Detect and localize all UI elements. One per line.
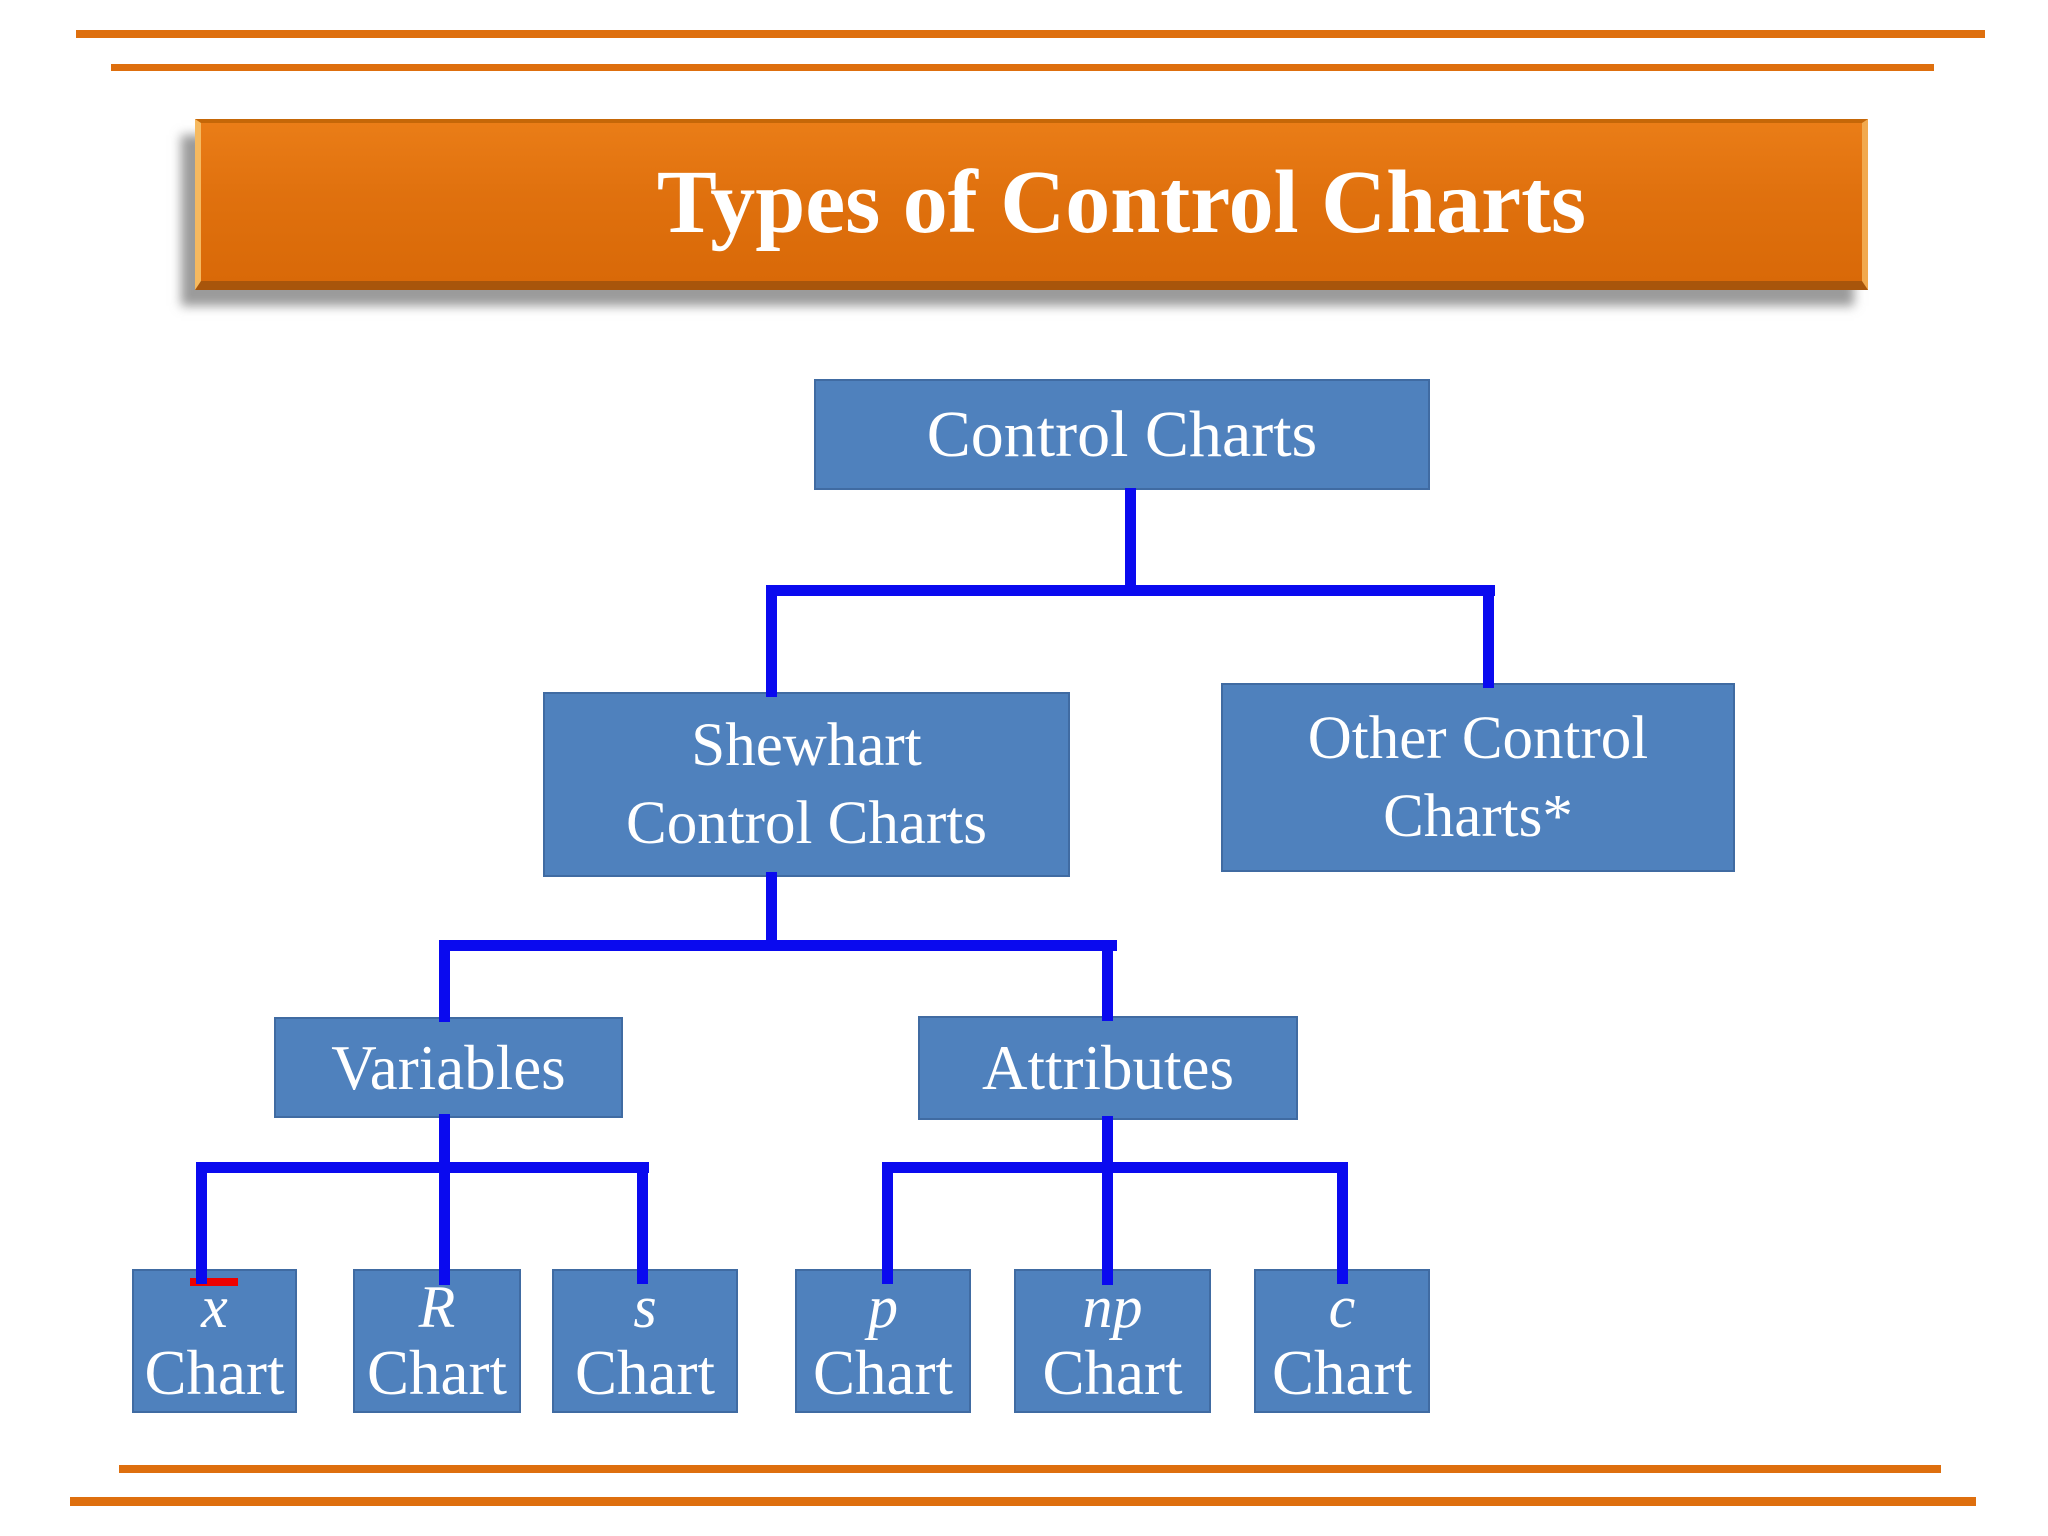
connector-variables-down — [439, 1114, 450, 1285]
page-title: Types of Control Charts — [656, 152, 1587, 252]
connector-level4-bar-right — [882, 1162, 1348, 1173]
connector-to-attributes — [1102, 940, 1113, 1021]
c-chart-label: Chart — [1272, 1338, 1412, 1408]
node-attributes-label: Attributes — [982, 1033, 1234, 1103]
top-rule-2 — [111, 64, 1934, 71]
xbar-overbar — [190, 1278, 239, 1286]
node-variables-label: Variables — [331, 1032, 566, 1103]
connector-to-xbar — [196, 1162, 207, 1284]
s-chart-label: Chart — [575, 1338, 715, 1408]
connector-to-s — [637, 1162, 648, 1284]
np-symbol: np — [1082, 1274, 1143, 1340]
node-shewhart-line1: Shewhart — [691, 711, 922, 779]
node-other-line2: Charts* — [1383, 782, 1573, 850]
node-other-line1: Other Control — [1307, 704, 1649, 772]
connector-root-down — [1125, 488, 1136, 590]
bottom-rule-1 — [119, 1465, 1941, 1473]
node-shewhart-line2: Control Charts — [626, 789, 987, 857]
node-r-chart: R Chart — [353, 1269, 521, 1413]
connector-attributes-down — [1102, 1116, 1113, 1285]
node-control-charts-label: Control Charts — [926, 397, 1318, 471]
connector-level2-bar — [766, 585, 1495, 596]
connector-shewhart-down — [766, 872, 777, 948]
node-variables: Variables — [274, 1017, 623, 1118]
c-symbol: c — [1328, 1274, 1356, 1340]
connector-to-p — [882, 1162, 893, 1284]
p-chart-label: Chart — [813, 1338, 953, 1408]
node-c-chart: c Chart — [1254, 1269, 1430, 1413]
title-banner: Types of Control Charts — [195, 119, 1868, 290]
xbar-symbol: x — [190, 1275, 239, 1339]
connector-level4-bar-left — [196, 1162, 649, 1173]
node-shewhart-control-charts: Shewhart Control Charts — [543, 692, 1070, 877]
node-p-chart: p Chart — [795, 1269, 971, 1413]
p-symbol: p — [868, 1274, 898, 1340]
xbar-chart-label: Chart — [144, 1338, 285, 1408]
connector-to-variables — [439, 940, 450, 1022]
r-chart-label: Chart — [367, 1338, 507, 1408]
np-chart-label: Chart — [1042, 1338, 1183, 1408]
connector-level3-bar — [439, 940, 1117, 951]
node-other-control-charts: Other Control Charts* — [1221, 683, 1735, 872]
node-attributes: Attributes — [918, 1016, 1298, 1120]
s-symbol: s — [633, 1274, 657, 1340]
r-symbol: R — [418, 1274, 456, 1340]
connector-to-c — [1337, 1162, 1348, 1284]
node-control-charts: Control Charts — [814, 379, 1430, 490]
node-s-chart: s Chart — [552, 1269, 738, 1413]
top-rule-1 — [76, 30, 1985, 38]
node-np-chart: np Chart — [1014, 1269, 1211, 1413]
node-xbar-chart: x Chart — [132, 1269, 297, 1413]
bottom-rule-2 — [70, 1497, 1976, 1506]
connector-to-other — [1483, 585, 1494, 688]
connector-to-shewhart — [766, 585, 777, 697]
